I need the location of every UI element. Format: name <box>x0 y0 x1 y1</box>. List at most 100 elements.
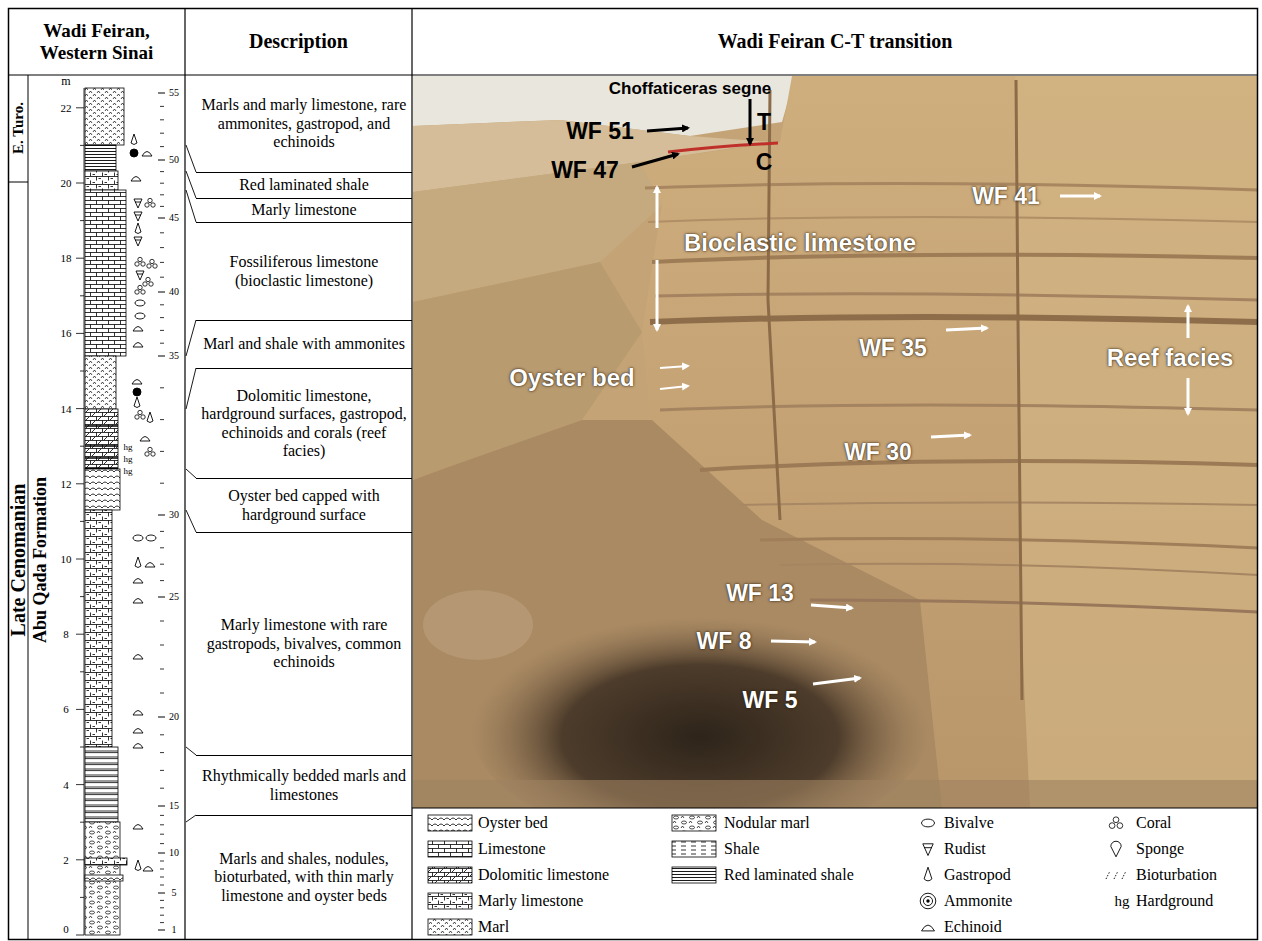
legend-samples <box>672 815 716 831</box>
coral-symbol <box>148 447 152 451</box>
description-text: Marly limestone with rare gastropods, bi… <box>200 616 408 671</box>
rudist-symbol <box>136 271 144 280</box>
legend-samples <box>428 815 716 935</box>
scale-ticks <box>160 693 164 694</box>
description-cell: Marls and shales, nodules, bioturbated, … <box>196 815 412 939</box>
table-frame <box>186 145 196 172</box>
scale-ticks <box>80 145 84 146</box>
coral-symbol <box>135 290 139 294</box>
scale-ticks <box>76 183 84 184</box>
coral-symbol <box>145 447 155 456</box>
echinoid-symbol <box>133 825 143 830</box>
legend-samples <box>428 893 472 909</box>
scale-ticks <box>160 317 164 318</box>
scale-ticks <box>160 330 164 331</box>
scale-ticks <box>160 206 164 207</box>
coral-symbol <box>147 259 157 268</box>
scale-ticks <box>160 752 164 753</box>
scale-ticks <box>160 770 164 771</box>
scale-ticks <box>160 788 164 789</box>
legend-text: Coral <box>1136 815 1172 831</box>
outcrop-photo <box>760 539 1258 548</box>
legend-samples <box>428 841 472 857</box>
depth-number: 10 <box>61 554 72 565</box>
gastropod-symbol <box>135 223 141 234</box>
legend-samples <box>428 815 472 831</box>
legend-samples <box>672 841 716 857</box>
outcrop-photo <box>1187 378 1190 414</box>
hardground-mark: hg <box>124 455 133 464</box>
gastropod-symbol <box>924 867 932 881</box>
strat-column <box>85 356 116 409</box>
scale-ticks <box>158 597 165 598</box>
coral-symbol <box>146 277 150 281</box>
description-cell: Oyster bed capped with hardground surfac… <box>196 478 412 532</box>
description-text: Marls and shales, nodules, bioturbated, … <box>200 850 408 905</box>
table-frame <box>186 747 196 755</box>
coral-symbol <box>1113 817 1119 823</box>
scale-ticks <box>80 747 84 748</box>
outcrop-photo <box>423 590 533 660</box>
legend-text: Gastropod <box>944 867 1011 883</box>
coral-symbol <box>135 285 145 294</box>
coral-symbol <box>138 410 142 414</box>
depth-number: 2 <box>63 854 69 865</box>
description-cell: Marly limestone <box>196 198 412 222</box>
table-frame <box>9 9 1258 940</box>
sample-number: 35 <box>169 351 179 361</box>
legend-text: Dolomitic limestone <box>478 867 609 883</box>
scale-ticks <box>160 119 164 120</box>
depth-number: 18 <box>61 253 72 264</box>
bivalve-symbol <box>133 535 143 541</box>
scale-ticks <box>160 194 164 195</box>
outcrop-photo <box>740 503 1258 506</box>
description-cell: Marl and shale with ammonites <box>196 320 412 368</box>
table-frame <box>186 510 196 532</box>
scale-ticks <box>160 106 164 107</box>
gastropod-symbol <box>135 860 141 871</box>
sample-number: 10 <box>169 848 179 858</box>
hardground-mark: hg <box>124 467 133 476</box>
coral-symbol <box>1117 823 1123 829</box>
scale-ticks <box>160 547 164 548</box>
table-frame <box>184 8 185 940</box>
scale-ticks <box>160 531 164 532</box>
coral-symbol <box>143 277 153 286</box>
legend-samples <box>672 867 716 883</box>
scale-ticks <box>158 893 165 894</box>
echinoid-symbol <box>142 152 152 157</box>
scale-ticks <box>160 232 164 233</box>
description-cell: Red laminated shale <box>196 172 412 198</box>
legend-text: Ammonite <box>944 893 1012 909</box>
description-text: Marl and shale with ammonites <box>203 335 405 353</box>
description-text: Red laminated shale <box>239 176 369 194</box>
scale-ticks <box>80 220 84 221</box>
legend-text: Rudist <box>944 841 986 857</box>
scale-ticks <box>80 822 84 823</box>
scale-ticks <box>160 900 164 901</box>
scale-ticks <box>158 356 165 357</box>
scale-ticks <box>76 634 84 635</box>
rudist-symbol <box>134 237 142 246</box>
description-text: Oyster bed capped with hardground surfac… <box>200 487 408 524</box>
scale-ticks <box>160 815 164 816</box>
scale-ticks <box>158 515 165 516</box>
legend-text: Bioturbation <box>1136 867 1217 883</box>
outcrop-photo <box>931 435 970 437</box>
scale-ticks <box>76 408 84 409</box>
legend-text: Red laminated shale <box>724 867 854 883</box>
scale-ticks <box>80 295 84 296</box>
sample-number: 5 <box>172 888 177 898</box>
strat-column <box>85 469 120 510</box>
description-cell: Dolomitic limestone, hardground surfaces… <box>196 368 412 478</box>
stage-label: E. Turo. <box>11 102 26 154</box>
outcrop-photo <box>660 405 1258 410</box>
outcrop-photo <box>648 217 1258 222</box>
gastropod-symbol <box>147 412 153 423</box>
legend-samples <box>428 919 472 935</box>
table-frame <box>186 815 196 822</box>
legend-text: Shale <box>724 841 760 857</box>
outcrop-photo <box>749 99 752 144</box>
description-text: Fossiliferous limestone (bioclastic lime… <box>200 253 408 290</box>
scale-ticks <box>160 262 164 263</box>
